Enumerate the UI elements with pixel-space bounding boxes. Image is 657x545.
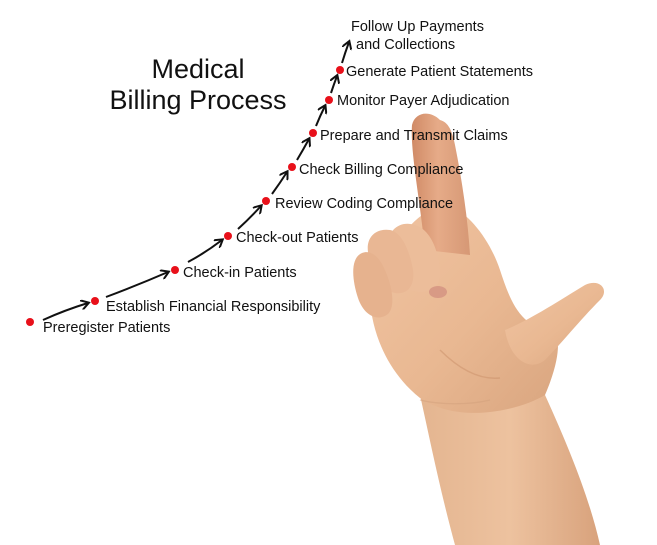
final-step-label: Follow Up Payments and Collections — [351, 18, 484, 54]
red-dot-icon — [224, 232, 232, 240]
red-dot-icon — [325, 96, 333, 104]
step-label-check-billing: Check Billing Compliance — [299, 162, 464, 178]
red-dot-icon — [26, 318, 34, 326]
arrow-6-icon — [296, 139, 309, 161]
step-label-generate-statements: Generate Patient Statements — [346, 64, 533, 80]
arrow-3-icon — [187, 240, 222, 263]
final-step-line-1: Follow Up Payments — [351, 19, 484, 35]
red-dot-icon — [171, 266, 179, 274]
step-label-prepare-transmit: Prepare and Transmit Claims — [320, 128, 508, 144]
arrow-up-icon — [341, 42, 349, 64]
arrow-7-icon — [315, 106, 325, 127]
red-dot-icon — [288, 163, 296, 171]
step-label-monitor-payer: Monitor Payer Adjudication — [337, 93, 510, 109]
title-line-1: Medical — [151, 54, 245, 84]
arrow-1-icon — [42, 303, 88, 321]
red-dot-icon — [336, 66, 344, 74]
arrow-8-icon — [331, 76, 337, 94]
step-label-review-coding: Review Coding Compliance — [275, 196, 454, 212]
arrow-2-icon — [105, 272, 168, 298]
step-label-check-out: Check-out Patients — [236, 230, 359, 246]
red-dot-icon — [91, 297, 99, 305]
final-step-line-2: and Collections — [356, 37, 456, 53]
step-label-establish-financial: Establish Financial Responsibility — [106, 299, 321, 315]
red-dot-icon — [309, 129, 317, 137]
red-dot-icon — [262, 197, 270, 205]
step-label-preregister: Preregister Patients — [43, 320, 171, 336]
title-line-2: Billing Process — [109, 85, 287, 115]
arrow-4-icon — [237, 206, 261, 230]
arrow-5-icon — [271, 172, 287, 195]
step-label-check-in: Check-in Patients — [183, 265, 297, 281]
diagram-title: Medical Billing Process — [88, 54, 308, 116]
